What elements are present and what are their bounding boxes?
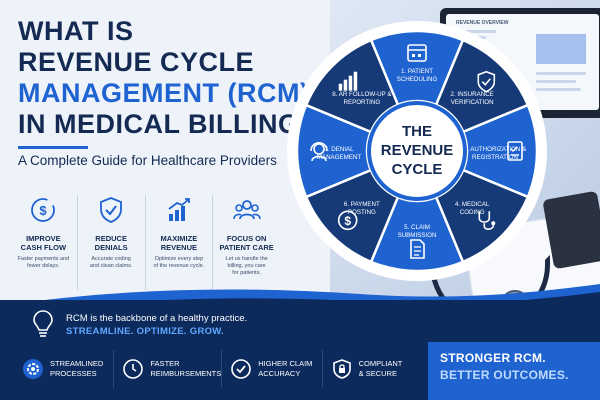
dollar-icon: $: [337, 210, 358, 231]
check-circle-icon: [231, 359, 252, 379]
title-line-1: WHAT IS: [18, 16, 134, 46]
lightbulb-icon: [33, 310, 53, 337]
cta-panel: [428, 342, 600, 400]
wheel-step-label: SCHEDULING: [397, 76, 438, 83]
lock-shield-icon: [332, 359, 351, 379]
cta-line-2: BETTER OUTCOMES.: [440, 368, 569, 382]
title-line-3: MANAGEMENT (RCM): [18, 78, 310, 108]
wheel-step-label: 5. CLAIM: [404, 224, 430, 231]
wheel-center-line-2: REVENUE: [381, 142, 454, 159]
cta-line-1: STRONGER RCM.: [440, 351, 546, 365]
wheel-center-line-1: THE: [402, 123, 432, 140]
wheel-step-label: CODING: [460, 209, 485, 216]
wheel-step-label: 3. AUTHORIZATION &: [464, 146, 527, 153]
title-line-2: REVENUE CYCLE: [18, 47, 255, 77]
shield-check-icon: [100, 197, 123, 223]
wheel-step-label: 4. MEDICAL: [455, 201, 490, 208]
feature-label: COMPLIANT& SECURE: [358, 359, 403, 378]
calendar-icon: [407, 44, 427, 62]
svg-text:$: $: [40, 203, 48, 218]
wheel-step-label: 8. AR FOLLOW-UP &: [332, 91, 392, 98]
wheel-step-label: 6. PAYMENT: [344, 201, 380, 208]
stethoscope-icon: [478, 211, 496, 230]
shield-check-icon: [477, 70, 496, 93]
wheel-step-label: 7. DENIAL: [324, 146, 354, 153]
fact-text: RCM is the backbone of a healthy practic…: [66, 313, 248, 324]
clipboard-check-icon: [507, 141, 523, 161]
wheel-step-label: 2. INSURANCE: [450, 91, 493, 98]
document-icon: [410, 239, 425, 259]
wheel-step-label: 1. PATIENT: [401, 68, 433, 75]
wheel-step-label: MANAGEMENT: [317, 154, 362, 161]
gear-icon: [23, 359, 43, 379]
subtitle: A Complete Guide for Healthcare Provider…: [18, 153, 277, 168]
svg-text:$: $: [344, 214, 351, 228]
dollar-refresh-icon: $: [31, 198, 56, 222]
wheel-center-line-3: CYCLE: [392, 161, 443, 178]
laptop-screen-title: REVENUE OVERVIEW: [456, 20, 509, 26]
wheel-step-label: REPORTING: [344, 99, 381, 106]
title-line-4: IN MEDICAL BILLING?: [18, 109, 317, 139]
bar-chart-icon: [338, 71, 358, 91]
wheel-step-label: SUBMISSION: [398, 232, 437, 239]
patients-group-icon: [232, 200, 261, 220]
fact-tagline: STREAMLINE. OPTIMIZE. GROW.: [66, 326, 224, 337]
wheel-step-label: VERIFICATION: [451, 99, 494, 106]
growth-chart-icon: [168, 198, 190, 221]
feature-secure: COMPLIANT& SECURE: [323, 350, 422, 388]
wheel-step-label: POSTING: [348, 209, 376, 216]
wheel-step-label: REGISTRATION: [472, 154, 518, 161]
title-divider: [18, 146, 88, 149]
wheel-center: [367, 101, 467, 201]
page-title: WHAT IS REVENUE CYCLE MANAGEMENT (RCM) I…: [18, 16, 316, 140]
headset-agent-icon: [310, 141, 328, 162]
clock-icon: [123, 359, 144, 379]
